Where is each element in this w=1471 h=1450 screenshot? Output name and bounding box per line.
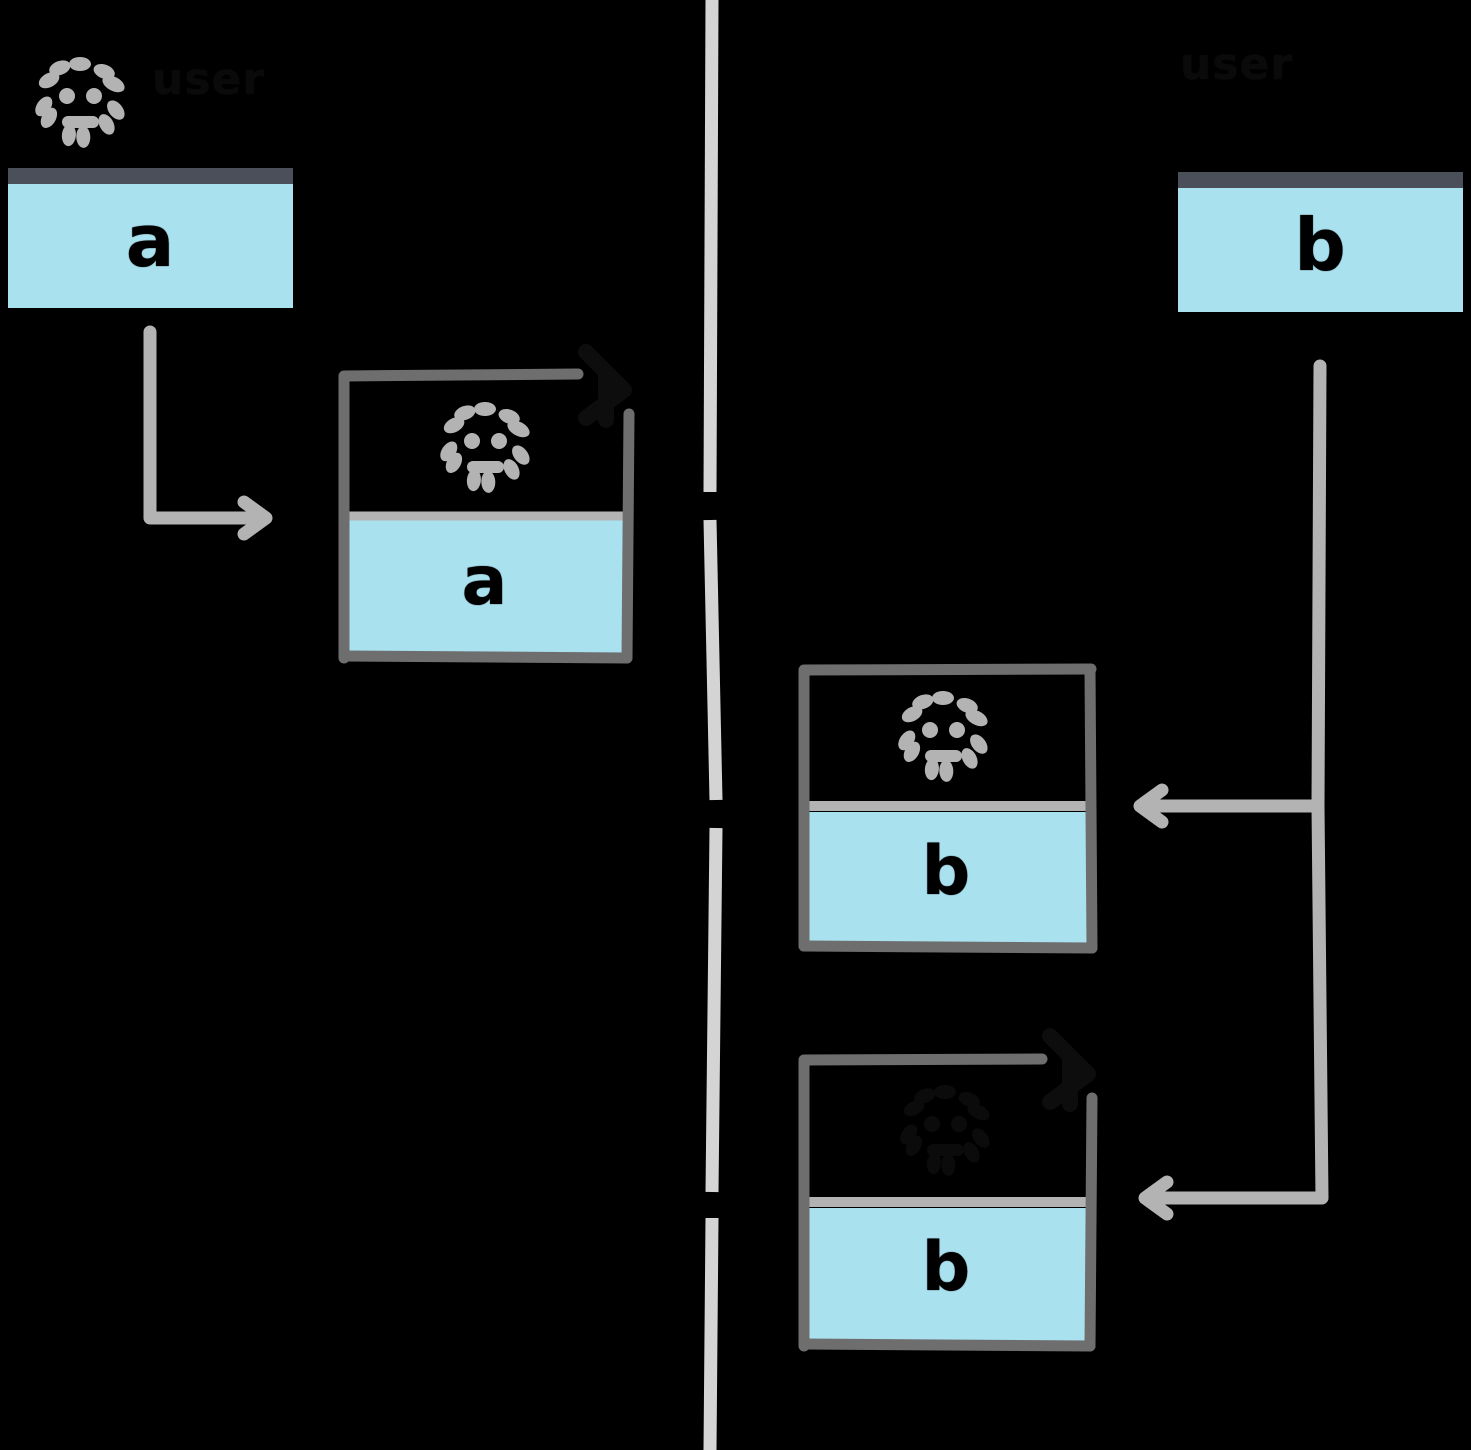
target-box-b-2[interactable]	[798, 1028, 1098, 1352]
source-box-b-body	[1178, 188, 1463, 312]
source-box-a[interactable]	[8, 168, 293, 308]
connector-b-to-target-b-2	[1145, 799, 1329, 1214]
source-box-b-header-bar	[1178, 172, 1463, 188]
source-box-a-header-bar	[8, 168, 293, 184]
source-box-a-body	[8, 184, 293, 308]
target-box-a-fill	[344, 512, 627, 658]
source-box-a-letter: a	[125, 199, 176, 283]
target-box-b-2-letter: b	[921, 1228, 972, 1307]
source-box-b[interactable]	[1178, 172, 1463, 312]
connector-b-to-target-b-1	[1140, 359, 1327, 822]
target-box-b-1[interactable]	[798, 663, 1098, 954]
connector-a-to-target-a	[143, 325, 266, 534]
source-a-face-icon	[31, 57, 129, 149]
target-box-b-2-corner-arrowhead-icon	[1042, 1028, 1096, 1112]
target-box-b-1-fill	[806, 812, 1089, 945]
right-source-caption: user	[1180, 39, 1294, 90]
source-box-b-letter: b	[1294, 203, 1347, 287]
target-box-b-1-letter: b	[921, 832, 972, 911]
target-box-a[interactable]	[338, 344, 635, 664]
left-source-caption: user	[152, 54, 266, 105]
target-box-a-letter: a	[461, 542, 509, 621]
target-box-a-corner-arrowhead-icon	[578, 344, 632, 428]
vertical-dashed-boundary	[703, 0, 723, 1450]
target-box-b-2-fill	[806, 1208, 1089, 1344]
